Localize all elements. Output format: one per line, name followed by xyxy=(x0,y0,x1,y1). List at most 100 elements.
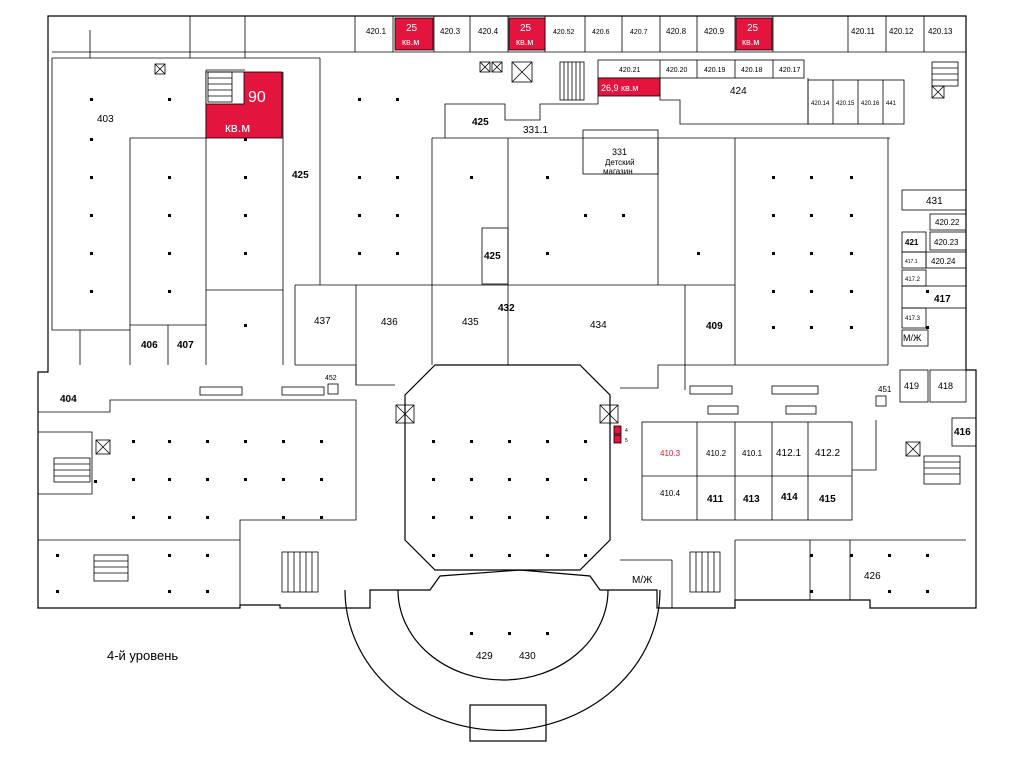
top-row-partitions xyxy=(89,16,925,58)
right-column xyxy=(899,189,977,447)
unit-4[interactable] xyxy=(613,425,622,435)
label-420-7: 420.7 xyxy=(630,29,648,36)
label-4: 4 xyxy=(625,428,628,434)
label-kvm-a: кв.м xyxy=(402,37,419,47)
level-title: 4-й уровень xyxy=(107,648,179,663)
label-420-4: 420.4 xyxy=(478,27,499,36)
right-lower-shops xyxy=(620,385,966,608)
label-415: 415 xyxy=(819,494,836,505)
elevator-icon xyxy=(95,61,945,457)
label-437: 437 xyxy=(314,316,331,327)
stairs-icon xyxy=(53,61,961,593)
main-labels: 403 90 кв.м 425 425 425 331.1 331 Детски… xyxy=(60,89,971,662)
label-429: 429 xyxy=(476,651,493,662)
label-414: 414 xyxy=(781,492,798,503)
second-row-labels: 420.21 26,9 кв.м 420.20 420.19 420.18 42… xyxy=(601,67,897,107)
auditorium-inner xyxy=(397,589,609,681)
label-417-1: 417.1 xyxy=(905,259,918,265)
label-417: 417 xyxy=(934,294,951,305)
label-25-b: 25 xyxy=(520,23,532,34)
label-425-a: 425 xyxy=(292,170,309,181)
columns xyxy=(56,98,929,635)
label-420-24: 420.24 xyxy=(931,257,956,266)
label-331-desc1: Детский xyxy=(605,158,635,167)
label-419: 419 xyxy=(904,381,919,391)
auditorium-outer xyxy=(344,589,661,732)
unit-25-a[interactable] xyxy=(394,17,434,51)
label-407: 407 xyxy=(177,340,194,351)
label-420-16: 420.16 xyxy=(861,101,880,107)
label-420-20: 420.20 xyxy=(666,67,688,74)
label-kvm-b: кв.м xyxy=(516,37,533,47)
label-412-2: 412.2 xyxy=(815,448,840,459)
label-420-22: 420.22 xyxy=(935,218,960,227)
unit-5[interactable] xyxy=(613,434,622,444)
label-451: 451 xyxy=(878,385,892,394)
label-417-2: 417.2 xyxy=(905,277,921,283)
label-420-13: 420.13 xyxy=(928,27,953,36)
label-25-a: 25 xyxy=(406,23,418,34)
label-25-c: 25 xyxy=(747,23,759,34)
label-452: 452 xyxy=(325,375,337,382)
label-420-6: 420.6 xyxy=(592,29,610,36)
label-410-4: 410.4 xyxy=(660,489,681,498)
label-420-15: 420.15 xyxy=(836,101,855,107)
label-432: 432 xyxy=(498,303,515,314)
label-420-8: 420.8 xyxy=(666,27,687,36)
label-420-17: 420.17 xyxy=(779,67,801,74)
label-420-1: 420.1 xyxy=(366,27,387,36)
label-441: 441 xyxy=(886,101,897,107)
label-430: 430 xyxy=(519,651,536,662)
top-row-labels: 420.1 25 кв.м 420.3 420.4 25 кв.м 420.52… xyxy=(366,23,953,47)
label-420-18: 420.18 xyxy=(741,67,763,74)
label-413: 413 xyxy=(743,494,760,505)
label-421: 421 xyxy=(905,238,919,247)
label-331-1: 331.1 xyxy=(523,125,548,136)
central-blocks xyxy=(294,96,890,390)
label-426: 426 xyxy=(864,571,881,582)
label-410-3: 410.3 xyxy=(660,449,681,458)
label-434: 434 xyxy=(590,320,607,331)
auditorium-exit xyxy=(469,704,547,742)
label-420-9: 420.9 xyxy=(704,27,725,36)
unit-90-notch xyxy=(205,71,245,105)
label-331: 331 xyxy=(612,147,627,157)
label-406: 406 xyxy=(141,340,158,351)
label-410-2: 410.2 xyxy=(706,449,727,458)
label-410-1: 410.1 xyxy=(742,449,763,458)
label-kvm-c: кв.м xyxy=(742,37,759,47)
label-424: 424 xyxy=(730,86,747,97)
left-lower xyxy=(38,383,357,605)
label-mzh-a: М/Ж xyxy=(903,333,922,343)
label-435: 435 xyxy=(462,317,479,328)
label-331-desc2: магазин xyxy=(603,167,633,176)
label-420-21: 420.21 xyxy=(619,67,641,74)
label-420-3: 420.3 xyxy=(440,27,461,36)
label-403: 403 xyxy=(97,114,114,125)
label-420-19: 420.19 xyxy=(704,67,726,74)
label-412-1: 412.1 xyxy=(776,448,801,459)
label-409: 409 xyxy=(706,321,723,332)
label-425-b: 425 xyxy=(472,117,489,128)
unit-25-c[interactable] xyxy=(735,17,773,51)
label-404: 404 xyxy=(60,394,77,405)
label-416: 416 xyxy=(954,427,971,438)
label-5: 5 xyxy=(625,438,628,444)
unit-25-b[interactable] xyxy=(508,17,546,51)
label-90: 90 xyxy=(248,89,266,106)
label-420-14: 420.14 xyxy=(811,101,830,107)
label-425-c: 425 xyxy=(484,251,501,262)
label-420-12: 420.12 xyxy=(889,27,914,36)
label-436: 436 xyxy=(381,317,398,328)
label-kvm-90: кв.м xyxy=(225,120,250,135)
label-418: 418 xyxy=(938,381,953,391)
atrium xyxy=(404,364,611,571)
label-431: 431 xyxy=(926,196,943,207)
label-420-23: 420.23 xyxy=(934,238,959,247)
unit-26-9[interactable] xyxy=(597,77,661,97)
label-411: 411 xyxy=(707,494,724,505)
label-420-11: 420.11 xyxy=(851,27,875,36)
label-420-52: 420.52 xyxy=(553,29,575,36)
label-mzh-b: М/Ж xyxy=(632,575,653,586)
